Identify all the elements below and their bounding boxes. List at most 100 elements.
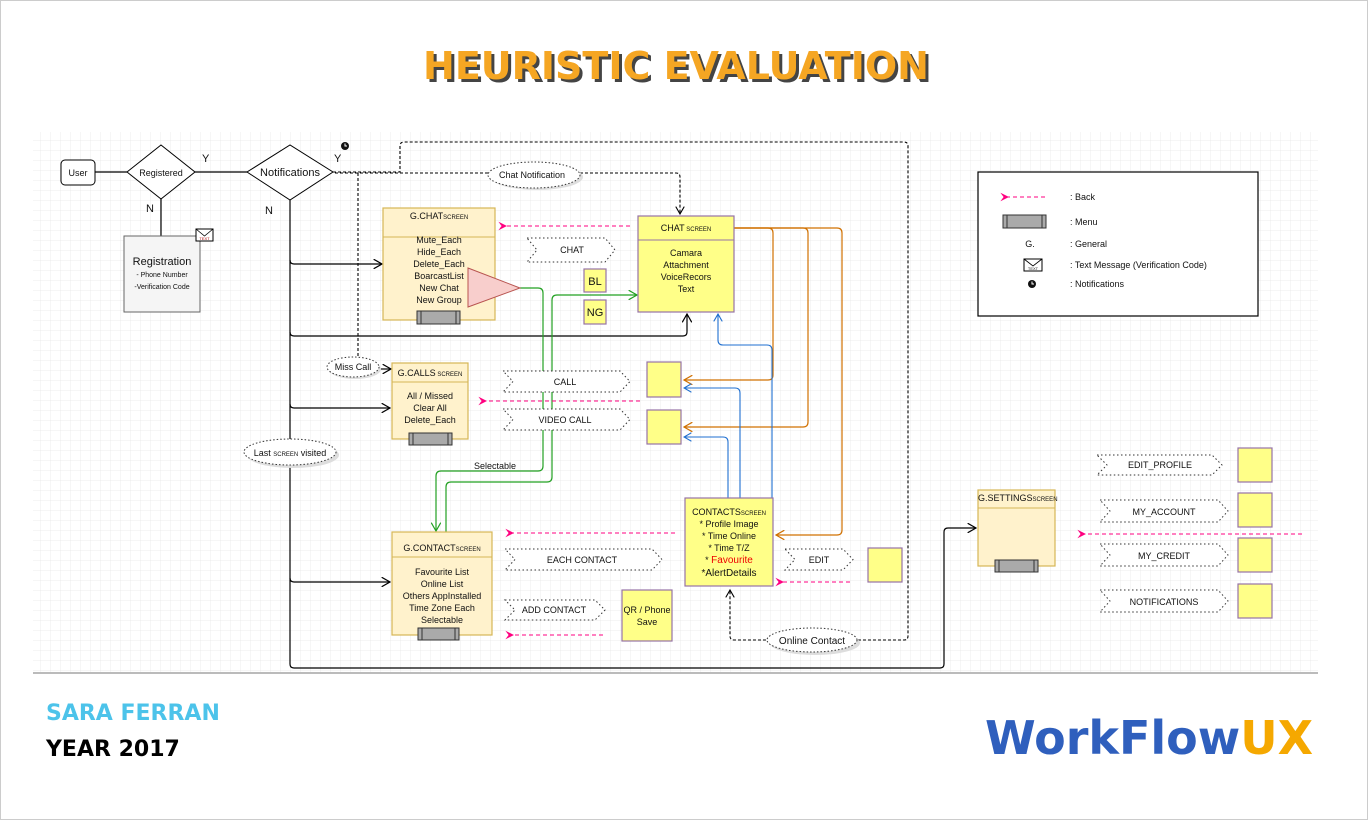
chat-notification-cloud: Chat Notification [487, 161, 583, 190]
svg-text:Online Contact: Online Contact [779, 636, 845, 647]
clock-icon [341, 142, 349, 150]
svg-text:VoiceRecors: VoiceRecors [661, 272, 712, 282]
svg-text:MY_ACCOUNT: MY_ACCOUNT [1132, 507, 1196, 517]
legend: : Back : Menu G. : General TEXT : Text M… [977, 171, 1259, 317]
last-screen-visited-cloud: Last SCREEN visited [243, 438, 339, 468]
my-credit-box[interactable] [1237, 537, 1273, 573]
svg-text:Miss Call: Miss Call [335, 362, 372, 372]
clock-icon [1028, 280, 1036, 288]
svg-text:Registered: Registered [139, 168, 183, 178]
svg-text:G.CONTACTSCREEN: G.CONTACTSCREEN [403, 543, 480, 553]
chat-action: CHAT [525, 237, 616, 263]
svg-text:EACH CONTACT: EACH CONTACT [547, 555, 618, 565]
svg-text:Registration: Registration [133, 256, 192, 268]
svg-text:CHAT SCREEN: CHAT SCREEN [661, 223, 712, 233]
bl-box[interactable]: BL [583, 268, 607, 293]
svg-text:Online List: Online List [421, 579, 464, 589]
svg-text:NOTIFICATIONS: NOTIFICATIONS [1130, 597, 1199, 607]
svg-text:VIDEO CALL: VIDEO CALL [538, 415, 591, 425]
svg-text:Notifications: Notifications [260, 167, 320, 179]
svg-text:CALL: CALL [554, 377, 577, 387]
svg-text:G.CHATSCREEN: G.CHATSCREEN [410, 211, 468, 221]
svg-text:New Group: New Group [416, 295, 462, 305]
gsettings-screen[interactable]: G.SETTINGSSCREEN [977, 489, 1058, 573]
add-contact-action: ADD CONTACT [503, 599, 606, 621]
gcontact-screen[interactable]: G.CONTACTSCREEN Favourite List Online Li… [391, 531, 493, 641]
svg-text:Last SCREEN visited: Last SCREEN visited [254, 448, 327, 458]
menu-icon [994, 559, 1039, 573]
svg-text:-Verification Code: -Verification Code [134, 284, 189, 291]
svg-text:*AlertDetails: *AlertDetails [701, 568, 756, 579]
my-credit-action: MY_CREDIT [1098, 543, 1229, 567]
svg-text:Chat Notification: Chat Notification [499, 170, 565, 180]
yes-label: Y [202, 153, 210, 165]
svg-text:ADD CONTACT: ADD CONTACT [522, 605, 587, 615]
envelope-icon: TEXT [195, 228, 214, 242]
user-node: User [60, 159, 96, 186]
video-call-target-box[interactable] [646, 409, 682, 445]
video-call-action: VIDEO CALL [501, 408, 631, 431]
registration-box: Registration - Phone Number -Verificatio… [123, 235, 201, 313]
svg-text:New Chat: New Chat [419, 283, 459, 293]
year-label: YEAR 2017 [45, 737, 180, 762]
menu-icon [1002, 214, 1047, 229]
svg-text:User: User [68, 168, 87, 178]
gcalls-screen[interactable]: G.CALLS SCREEN All / Missed Clear All De… [391, 362, 469, 446]
menu-icon [417, 627, 460, 641]
svg-text:Mute_Each: Mute_Each [416, 235, 462, 245]
svg-text:Attachment: Attachment [663, 260, 709, 270]
svg-text:: Notifications: : Notifications [1070, 279, 1125, 289]
connectors [95, 141, 1302, 669]
svg-text:Delete_Each: Delete_Each [413, 259, 465, 269]
play-triangle-icon [467, 267, 522, 308]
registered-decision: Registered [126, 144, 196, 200]
svg-text:* Favourite: * Favourite [705, 555, 753, 566]
workflowux-logo: WorkFlowUX [985, 711, 1313, 765]
miss-call-cloud: Miss Call [326, 356, 381, 379]
svg-text:Delete_Each: Delete_Each [404, 415, 456, 425]
svg-text:Camara: Camara [670, 248, 702, 258]
svg-text:NG: NG [587, 307, 604, 319]
svg-text:CONTACTSSCREEN: CONTACTSSCREEN [692, 507, 766, 517]
svg-text:Time Zone Each: Time Zone Each [409, 603, 475, 613]
edit-profile-box[interactable] [1237, 447, 1273, 483]
svg-text:G.SETTINGSSCREEN: G.SETTINGSSCREEN [978, 493, 1058, 503]
svg-text:Text: Text [678, 284, 695, 294]
contacts-screen[interactable]: CONTACTSSCREEN * Profile Image * Time On… [684, 497, 774, 587]
gchat-screen[interactable]: G.CHATSCREEN Mute_Each Hide_Each Delete_… [382, 207, 496, 325]
envelope-icon: TEXT [1023, 258, 1043, 272]
svg-text:Selectable: Selectable [421, 615, 463, 625]
svg-text:: General: : General [1070, 239, 1107, 249]
menu-icon [408, 432, 453, 446]
svg-text:Save: Save [637, 617, 658, 627]
svg-text:QR / Phone: QR / Phone [623, 605, 670, 615]
svg-text:Others AppInstalled: Others AppInstalled [403, 591, 482, 601]
edit-target-box[interactable] [867, 547, 903, 583]
online-contact-cloud: Online Contact [766, 627, 860, 655]
svg-text:Clear All: Clear All [413, 403, 447, 413]
notifications-box[interactable] [1237, 583, 1273, 619]
svg-text:* Profile Image: * Profile Image [699, 519, 758, 529]
no-label: N [146, 203, 154, 215]
svg-text:Favourite List: Favourite List [415, 567, 470, 577]
notifications-action: NOTIFICATIONS [1098, 589, 1229, 613]
edit-profile-action: EDIT_PROFILE [1095, 454, 1223, 476]
svg-text:G.CALLS SCREEN: G.CALLS SCREEN [398, 368, 463, 378]
svg-text:Hide_Each: Hide_Each [417, 247, 461, 257]
call-target-box[interactable] [646, 361, 682, 398]
svg-text:: Menu: : Menu [1070, 217, 1098, 227]
chat-screen[interactable]: CHAT SCREEN Camara Attachment VoiceRecor… [637, 215, 735, 313]
yes-label: Y [334, 153, 342, 165]
each-contact-action: EACH CONTACT [503, 548, 663, 571]
svg-text:All / Missed: All / Missed [407, 391, 453, 401]
svg-text:TEXT: TEXT [1028, 266, 1039, 271]
svg-text:EDIT: EDIT [809, 555, 830, 565]
author-name: SARA FERRAN [46, 701, 220, 726]
notifications-decision: Notifications [246, 144, 334, 201]
page-title: HEURISTIC EVALUATION [423, 44, 929, 88]
svg-text:: Back: : Back [1070, 192, 1096, 202]
my-account-box[interactable] [1237, 492, 1273, 528]
ng-box[interactable]: NG [583, 299, 607, 325]
